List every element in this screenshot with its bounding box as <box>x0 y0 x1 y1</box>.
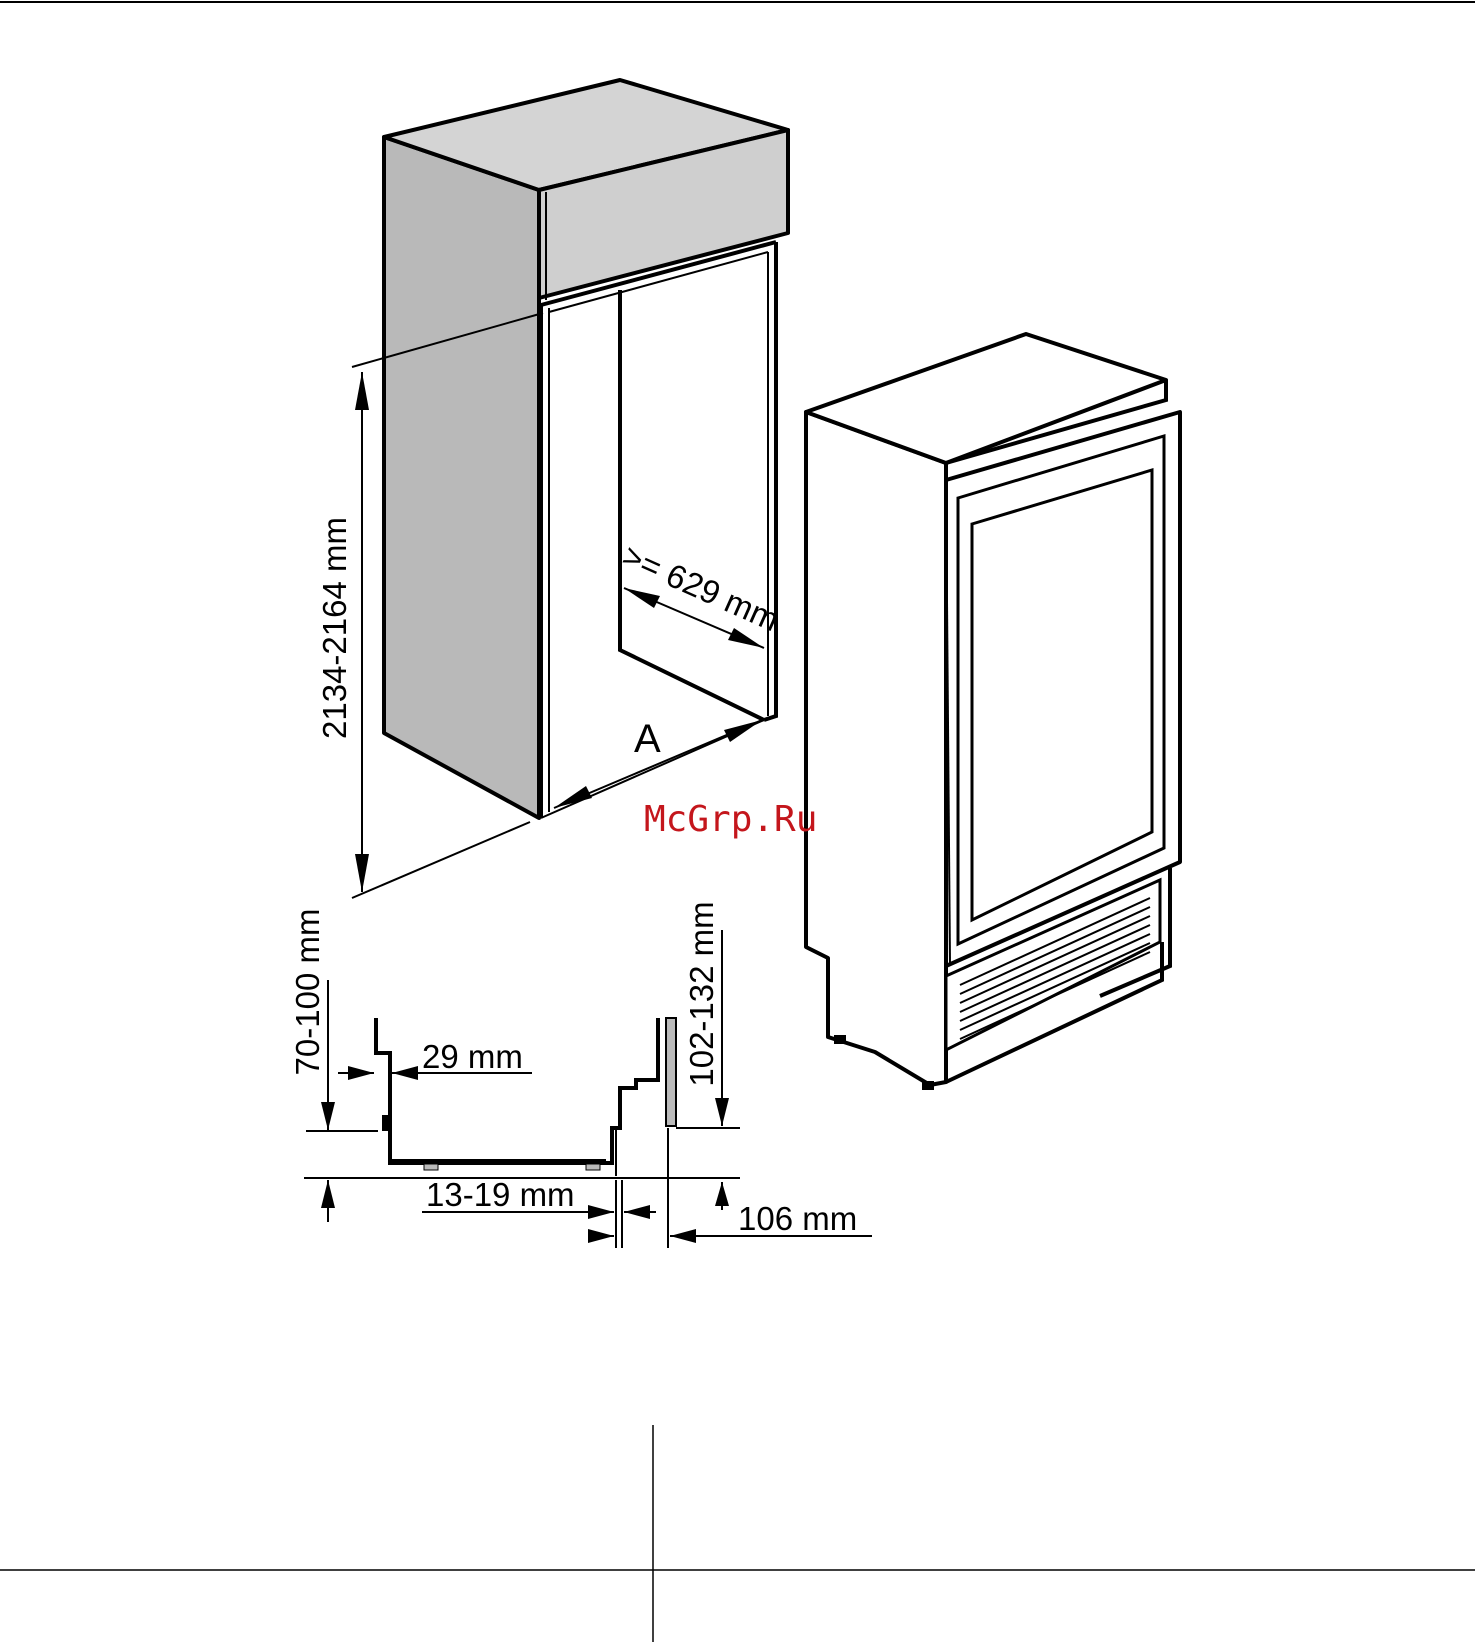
width-arrow-right <box>724 720 762 742</box>
height-arrow-top <box>355 372 369 410</box>
door-offset-arrow-left <box>588 1205 614 1219</box>
vent-height-arrow <box>715 1098 729 1126</box>
plinth-height-arrow-top <box>321 1102 335 1130</box>
appliance <box>806 334 1180 1090</box>
panel-depth-label: 106 mm <box>738 1200 857 1237</box>
plinth-height-label: 70-100 mm <box>289 909 326 1076</box>
section-foot <box>424 1164 438 1170</box>
plinth-height-arrow-bottom <box>321 1180 335 1208</box>
section-wall-block <box>382 1115 388 1131</box>
depth-arrow-left <box>624 588 660 608</box>
recess-arrow-left <box>348 1066 374 1080</box>
min-depth-label: >= 629 mm <box>617 537 785 639</box>
depth-dimension: >= 629 mm <box>617 537 785 648</box>
vent-height-arrow-bottom <box>715 1182 729 1206</box>
section-foot <box>586 1164 600 1170</box>
niche-right-edge <box>764 242 776 720</box>
cabinet-niche <box>384 80 788 818</box>
vent-height-label: 102-132 mm <box>683 901 720 1086</box>
panel-depth-arrow-left <box>588 1229 614 1243</box>
appliance-foot <box>834 1035 846 1044</box>
section-door-panel <box>666 1018 676 1126</box>
width-ref-label: A <box>634 717 661 761</box>
height-arrow-bottom <box>355 854 369 892</box>
recess-label: 29 mm <box>422 1038 523 1075</box>
appliance-side <box>806 412 946 1085</box>
appliance-door <box>946 412 1180 966</box>
width-dimension: A <box>554 717 762 808</box>
height-range-label: 2134-2164 mm <box>316 517 353 739</box>
door-offset-label: 13-19 mm <box>426 1176 575 1213</box>
plinth-section: 70-100 mm 29 mm 102-132 mm 13-19 mm 106 … <box>289 901 872 1248</box>
niche-back-corner <box>620 290 764 720</box>
watermark: McGrp.Ru <box>644 799 817 840</box>
appliance-foot <box>922 1081 934 1090</box>
cabinet-side-panel <box>384 137 539 818</box>
height-ext-bottom <box>352 822 530 898</box>
